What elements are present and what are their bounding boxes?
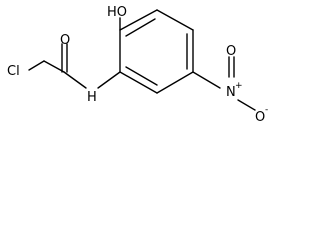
bond-ring-inner-a bbox=[125, 18, 156, 37]
bond-ring-c2-c3 bbox=[119, 9, 158, 31]
molecule-structure: Cl O H HO N + O O - bbox=[7, 5, 268, 125]
bond-ring-c6-c1 bbox=[119, 71, 158, 94]
bond-ch2-carbonyl bbox=[43, 60, 65, 73]
atom-nitro-oxygen-lower-charge: - bbox=[265, 105, 268, 115]
atom-chlorine: Cl bbox=[7, 64, 20, 79]
atom-carbonyl-oxygen: O bbox=[60, 33, 70, 48]
atom-nitro-nitrogen-charge: + bbox=[235, 81, 243, 91]
atom-amide-hydrogen: H bbox=[87, 90, 97, 105]
bond-ring-nitro bbox=[192, 71, 221, 89]
bond-nitro-o-lower bbox=[237, 99, 256, 111]
bond-n-ring bbox=[97, 71, 121, 89]
bond-cl-ch2 bbox=[28, 60, 45, 71]
bond-carbonyl-n bbox=[63, 71, 87, 89]
bond-ring-c3-c4 bbox=[156, 9, 194, 31]
atom-nitro-oxygen-upper: O bbox=[226, 44, 236, 59]
atom-nitro-oxygen-lower: O bbox=[255, 110, 265, 125]
atom-nitro-nitrogen: N bbox=[226, 85, 236, 100]
atom-hydroxyl: HO bbox=[107, 5, 127, 20]
bond-ring-c5-c6 bbox=[156, 71, 194, 94]
bond-ring-inner-c bbox=[125, 66, 158, 86]
